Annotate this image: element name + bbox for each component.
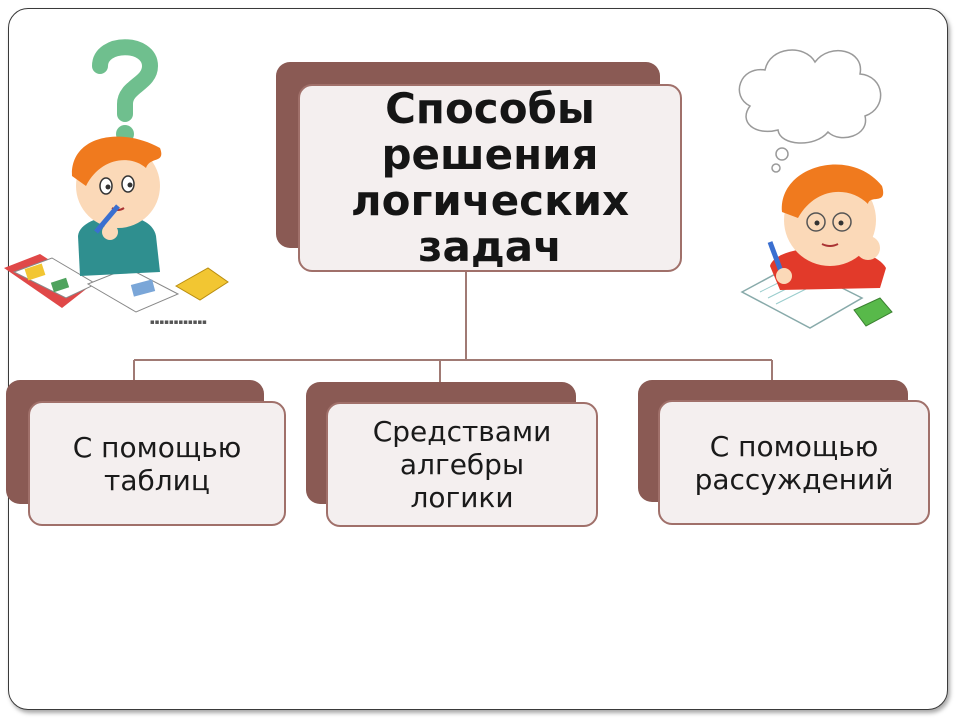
image-credit: ▪▪▪▪▪▪▪▪▪▪▪▪ [150, 318, 207, 326]
child-node-reasoning-box: С помощью рассуждений [658, 400, 930, 525]
root-node-box: Способы решения логических задач [298, 84, 682, 272]
boy-question-mark-icon [4, 39, 229, 313]
child-node-logic-algebra: Средствами алгебры логики [306, 382, 600, 530]
child-node-tables-box: С помощью таблиц [28, 401, 286, 526]
child-node-reasoning: С помощью рассуждений [638, 380, 932, 528]
root-node: Способы решения логических задач [276, 62, 686, 274]
boy-thinking-cloud-icon [738, 49, 893, 329]
child-node-tables: С помощью таблиц [6, 380, 288, 530]
child-node-logic-algebra-box: Средствами алгебры логики [326, 402, 598, 527]
child-node-reasoning-label: С помощью рассуждений [694, 429, 894, 496]
root-node-label: Способы решения логических задач [350, 84, 630, 271]
child-node-tables-label: С помощью таблиц [72, 430, 242, 497]
child-node-logic-algebra-label: Средствами алгебры логики [372, 415, 552, 514]
